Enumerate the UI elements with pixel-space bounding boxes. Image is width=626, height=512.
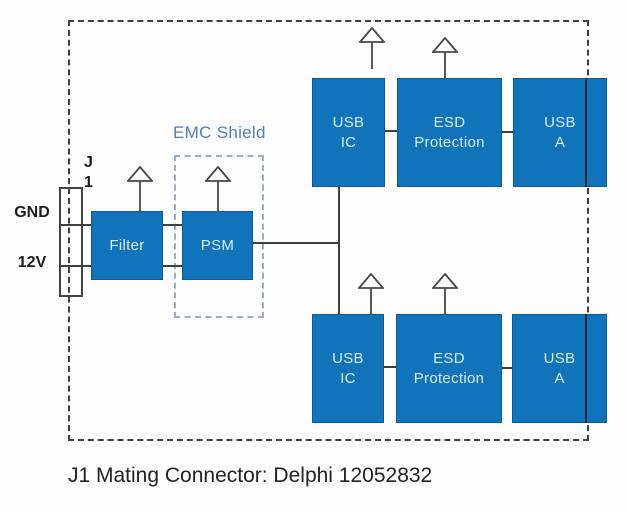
block-label-line: A [554, 133, 566, 151]
block-psm: PSM [182, 211, 253, 280]
block-label-line: USB [544, 113, 576, 131]
block-label-line: IC [340, 369, 356, 387]
ground-arrow-icon [359, 27, 385, 69]
12v-pin-label: 12V [17, 254, 47, 271]
gnd-pin-label: GND [14, 204, 50, 221]
wire-12v-to-filter [59, 265, 91, 267]
wire-filter-to-psm-bottom [163, 265, 182, 267]
emc-shield-label: EMC Shield [173, 123, 266, 142]
usb-a-enclosure-crossing-line [585, 78, 587, 187]
block-usb-ic-channel1: USB IC [312, 78, 385, 187]
wire-usbic2-to-esd2 [384, 366, 396, 368]
block-label-line: USB [543, 349, 576, 367]
block-esd-protection-channel1: ESD Protection [397, 78, 502, 187]
wire-psm-output [253, 242, 340, 244]
block-label-line: ESD [433, 349, 465, 367]
block-label-line: USB [332, 349, 364, 367]
ground-arrow-icon [205, 166, 231, 211]
j1-connector-symbol [59, 187, 83, 297]
emc-shield-dashed-box [174, 155, 264, 318]
block-filter-label: Filter [109, 236, 145, 254]
wire-esd2-to-usba2 [502, 367, 512, 369]
block-usb-a-channel2: USB A [512, 314, 607, 423]
diagram-caption: J1 Mating Connector: Delphi 12052832 [68, 464, 433, 487]
block-label-line: USB [332, 113, 365, 131]
ground-arrow-icon [127, 166, 153, 211]
wire-esd1-to-usba1 [502, 131, 513, 133]
block-label-line: Protection [413, 369, 485, 387]
block-filter: Filter [91, 211, 163, 280]
wire-trunk-vertical [338, 186, 340, 315]
block-label-line: Protection [414, 133, 485, 151]
block-usb-ic-channel2: USB IC [312, 314, 384, 423]
j1-designator-label: J 1 [84, 153, 93, 193]
j1-designator-line1: J [84, 154, 93, 171]
block-label-line: A [554, 369, 565, 387]
enclosure-dashed-border [68, 20, 589, 441]
ground-arrow-icon [358, 273, 384, 314]
wire-usbic1-to-esd1 [385, 130, 397, 132]
block-label-line: ESD [433, 113, 466, 131]
ground-arrow-icon [432, 37, 458, 78]
wire-filter-to-psm-top [163, 224, 182, 226]
block-psm-label: PSM [200, 236, 235, 254]
wire-gnd-to-filter [59, 224, 91, 226]
block-label-line: IC [340, 133, 357, 151]
usb-a-enclosure-crossing-line [585, 314, 587, 423]
block-esd-protection-channel2: ESD Protection [396, 314, 502, 423]
block-usb-a-channel1: USB A [513, 78, 607, 187]
ground-arrow-icon [432, 273, 458, 314]
j1-designator-line2: 1 [84, 174, 93, 191]
